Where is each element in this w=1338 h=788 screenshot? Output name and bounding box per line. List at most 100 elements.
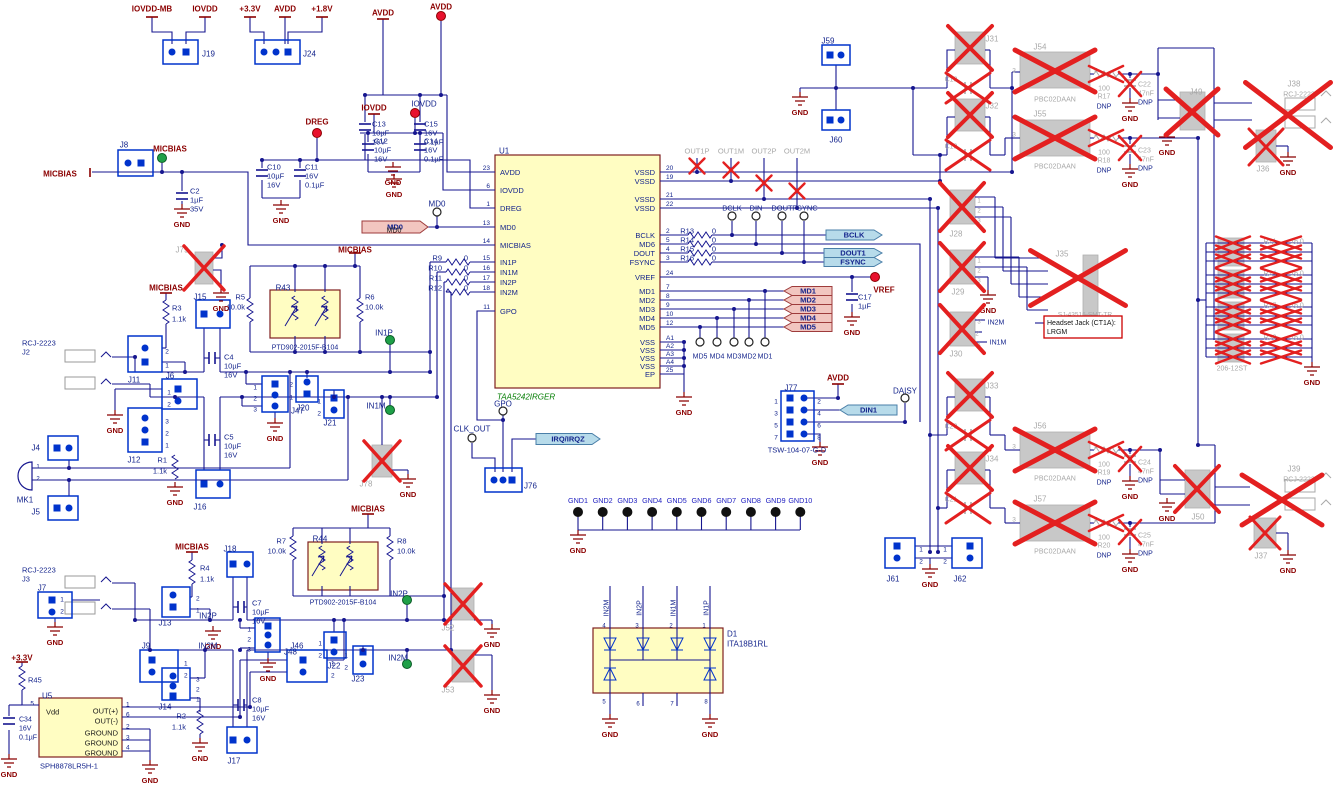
label-3: 3 — [1012, 68, 1016, 75]
label-in2p: IN2P — [390, 590, 408, 599]
resistor — [18, 665, 26, 691]
dnp-x-mark — [938, 241, 986, 293]
label-r18: R18 — [1098, 158, 1111, 165]
j23-connector — [352, 645, 374, 675]
testpoint-input — [402, 659, 412, 669]
gnd-symbol — [1280, 152, 1296, 166]
label-c20: C20 — [945, 424, 958, 431]
label-16v: 16V — [374, 155, 387, 164]
pin-square — [141, 438, 149, 446]
junction-dot — [388, 395, 392, 399]
label-0: 0 — [712, 227, 716, 236]
label-1: 1 — [196, 697, 200, 704]
junction-dot — [293, 264, 297, 268]
label--3-3v: +3.3V — [239, 5, 261, 14]
j17-connector — [226, 726, 258, 754]
label-j17: J17 — [228, 757, 241, 766]
junction-dot — [729, 179, 733, 183]
label-16v: 16V — [424, 146, 437, 155]
label-3: 3 — [774, 411, 778, 418]
junction-dot — [780, 251, 784, 255]
j12-connector — [127, 407, 163, 453]
label-j59: J59 — [822, 37, 835, 46]
j20-connector — [295, 375, 319, 403]
u1-pin-name: VSSD — [635, 168, 656, 177]
junction-dot — [380, 395, 384, 399]
pin-square — [169, 603, 177, 611]
label-16v: 16V — [252, 617, 265, 626]
u1-pin-number: 23 — [483, 165, 491, 172]
junction-dot — [732, 307, 736, 311]
label-c10: C10 — [267, 163, 281, 172]
gnd-symbol — [47, 622, 63, 636]
label-c7: C7 — [252, 599, 262, 608]
j59-connector — [821, 44, 851, 66]
label-vdd: Vdd — [46, 708, 59, 717]
pot-wiper-arrow — [284, 305, 298, 327]
label-10-f: 10µF — [252, 705, 270, 714]
testpoint-power — [870, 272, 880, 282]
label-3: 3 — [165, 419, 169, 426]
label-out2m: OUT2M — [784, 147, 810, 156]
resistor — [346, 545, 354, 571]
label-2: 2 — [165, 349, 169, 356]
label-0: 0 — [712, 245, 716, 254]
u1-pin-number: 3 — [666, 255, 670, 262]
label-md0: MD0 — [429, 200, 446, 209]
label-3: 3 — [977, 279, 981, 285]
junction-dot — [203, 648, 207, 652]
u1-pin-number: 24 — [666, 270, 674, 277]
label-2: 2 — [317, 411, 321, 418]
u1-pin-name: VSS — [640, 346, 655, 355]
wire — [249, 17, 265, 44]
label-r44: R44 — [313, 535, 328, 544]
j4-connector — [47, 435, 79, 461]
label-6: 6 — [817, 423, 821, 430]
label-j53: J53 — [442, 686, 455, 695]
tvs-diode-down — [603, 637, 617, 652]
pin-square — [786, 406, 794, 414]
label-c12: C12 — [374, 137, 388, 146]
label-gnd: GND — [192, 754, 209, 763]
microphone-symbol — [17, 461, 33, 491]
dnp-x-mark — [1259, 253, 1303, 269]
label-j46: J46 — [291, 642, 304, 651]
label-6: 6 — [636, 702, 640, 708]
netflag-md5 — [782, 322, 833, 332]
label-out2p: OUT2P — [751, 147, 776, 156]
label-gnd9: GND9 — [766, 496, 786, 505]
j8-connector — [117, 149, 154, 177]
gnd-symbol — [1122, 164, 1138, 178]
label-j35: J35 — [1056, 250, 1069, 259]
label-dout: DOUT — [771, 204, 793, 213]
label-ptd902-2015f-b104: PTD902-2015F-B104 — [310, 600, 377, 607]
junction-dot — [361, 648, 365, 652]
dnp-x-mark — [946, 371, 994, 419]
label-gnd: GND — [1280, 566, 1297, 575]
junction-dot — [332, 618, 336, 622]
j46-connector — [286, 649, 328, 683]
label-1: 1 — [702, 624, 706, 630]
u1-pin-number: 21 — [666, 192, 674, 199]
pin-round — [243, 736, 251, 744]
label-in1m: IN1M — [671, 599, 678, 616]
label-c23: C23 — [1138, 148, 1151, 155]
junction-dot — [1158, 448, 1162, 452]
label-1-1k: 1.1k — [172, 315, 186, 324]
j16-connector — [195, 469, 231, 499]
junction-dot — [1010, 170, 1014, 174]
u1-pin-number: 1 — [486, 201, 490, 208]
label-avdd: AVDD — [274, 5, 296, 14]
testpoint-gnd8 — [745, 507, 756, 517]
junction-dot — [418, 93, 422, 97]
pin-round — [499, 476, 507, 484]
label-j8: J8 — [120, 141, 129, 150]
testpoint — [727, 211, 737, 221]
label-md0: MD0 — [387, 228, 402, 235]
pin-round — [174, 397, 182, 405]
label-3: 3 — [126, 735, 130, 742]
label-10-0k: 10.0k — [268, 547, 287, 556]
dnp-x-mark — [362, 439, 402, 483]
pin-round — [330, 648, 338, 656]
label-j48: J48 — [284, 648, 297, 657]
